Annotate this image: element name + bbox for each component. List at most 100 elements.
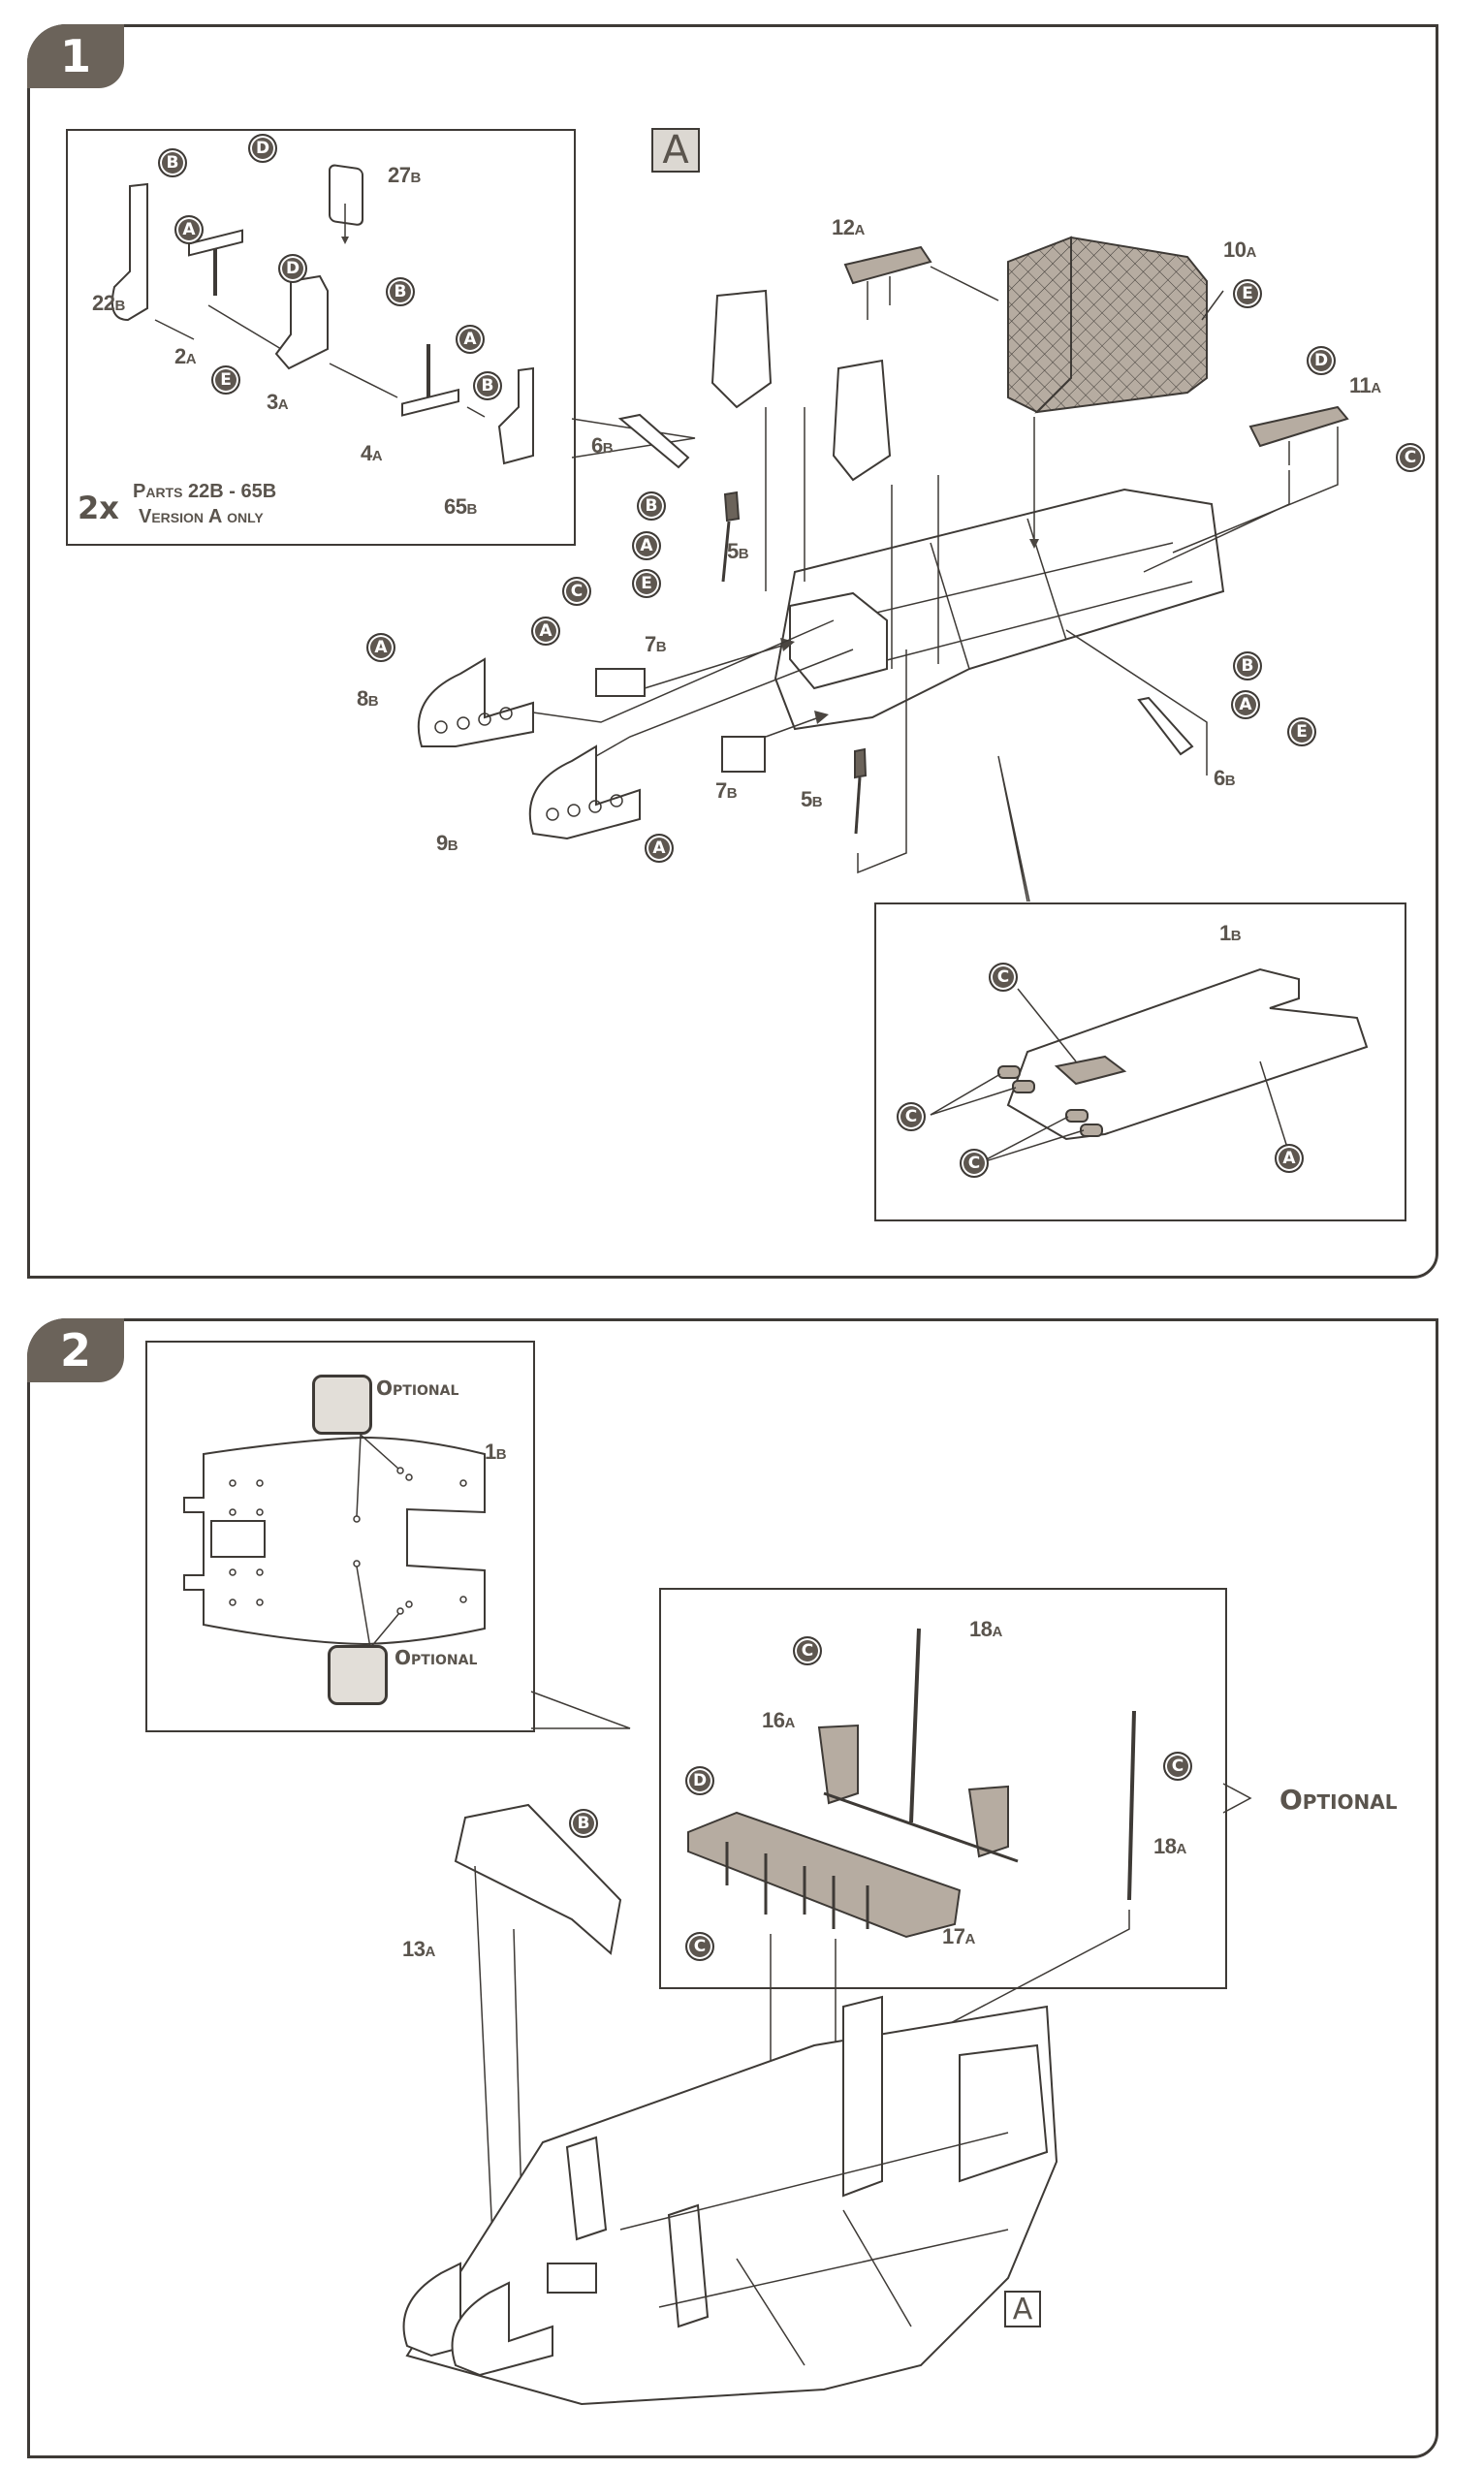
part-label-6b-right: 6B bbox=[1214, 766, 1236, 790]
color-callout: A bbox=[366, 633, 395, 662]
color-callout: A bbox=[174, 215, 204, 244]
part-label-6b-upper: 6B bbox=[591, 433, 614, 458]
part-label-2a: 2A bbox=[174, 344, 197, 368]
detail-pedal-1 bbox=[997, 1065, 1021, 1079]
part-label-10a: 10A bbox=[1223, 237, 1256, 262]
part-16a-left-drawing bbox=[817, 1724, 859, 1805]
part-label-16a: 16A bbox=[762, 1708, 795, 1732]
part-label-1b-detail: 1B bbox=[1219, 921, 1242, 945]
part-16a-right-drawing bbox=[967, 1785, 1009, 1858]
console-assembled bbox=[547, 2263, 597, 2294]
part-4a-drawing bbox=[401, 344, 459, 417]
part-2a-drawing bbox=[188, 229, 243, 296]
part-11a-drawing bbox=[1248, 405, 1349, 448]
color-callout: B bbox=[158, 148, 187, 177]
part-label-11a: 11A bbox=[1349, 373, 1381, 397]
color-callout: D bbox=[1307, 346, 1336, 375]
part-17a-drawing bbox=[687, 1811, 962, 1939]
color-callout: B bbox=[569, 1809, 598, 1838]
color-callout: A bbox=[456, 325, 485, 354]
floor-plan-1b-drawing bbox=[183, 1436, 486, 1646]
part-12a-drawing bbox=[843, 245, 932, 285]
inset-pointer bbox=[571, 418, 696, 459]
assembled-floor-drawing bbox=[405, 2005, 1058, 2406]
drill-hole-icon-bottom bbox=[328, 1645, 388, 1705]
color-callout: A bbox=[645, 834, 674, 863]
part-13a-drawing bbox=[454, 1803, 622, 1955]
part-label-8b: 8B bbox=[357, 686, 379, 711]
detail-pedal-4 bbox=[1080, 1124, 1103, 1137]
seat-left-drawing bbox=[710, 289, 773, 409]
part-label-18a-right: 18A bbox=[1153, 1834, 1186, 1858]
part-label-1b-floor: 1B bbox=[485, 1440, 507, 1464]
part-7b-upper-drawing bbox=[595, 668, 646, 697]
part-label-17a: 17A bbox=[942, 1924, 975, 1948]
floor-plan-cutout bbox=[210, 1520, 266, 1558]
part-7b-lower-drawing bbox=[721, 736, 766, 773]
color-callout: E bbox=[632, 569, 661, 598]
color-callout: D bbox=[278, 254, 307, 283]
detail-pedal-3 bbox=[1065, 1109, 1089, 1123]
seat-assembled-right bbox=[667, 2203, 710, 2328]
part-label-22b: 22B bbox=[92, 291, 125, 315]
color-callout: A bbox=[1231, 690, 1260, 719]
part-label-7b-lower: 7B bbox=[715, 778, 738, 803]
detail-pedal-2 bbox=[1012, 1080, 1035, 1093]
part-label-5b-upper: 5B bbox=[727, 539, 749, 563]
optional-parts-label: Optional bbox=[1279, 1784, 1398, 1816]
optional-label-bottom: Optional bbox=[395, 1646, 478, 1669]
part-label-18a-top: 18A bbox=[969, 1617, 1002, 1641]
optional-label-top: Optional bbox=[376, 1377, 459, 1400]
floor-inset-pointer bbox=[530, 1691, 631, 1729]
version-marker-step-2: A bbox=[1004, 2291, 1041, 2327]
part-6b-right-drawing bbox=[1137, 696, 1194, 756]
color-callout: C bbox=[685, 1932, 714, 1961]
color-callout: C bbox=[989, 963, 1018, 992]
color-callout: C bbox=[897, 1102, 926, 1131]
color-callout: D bbox=[685, 1766, 714, 1795]
color-callout: C bbox=[562, 577, 591, 606]
part-8b-drawing bbox=[417, 657, 534, 747]
part-label-5b-lower: 5B bbox=[801, 787, 823, 811]
seat-right-drawing bbox=[832, 359, 892, 482]
part-27b-drawing bbox=[329, 164, 363, 226]
part-label-3a: 3A bbox=[267, 390, 289, 414]
color-callout: B bbox=[473, 371, 502, 400]
bulkhead-side-assembled bbox=[959, 2043, 1049, 2183]
step-2-badge: 2 bbox=[27, 1318, 124, 1382]
part-10a-right-wall-drawing bbox=[1034, 236, 1208, 414]
color-callout: D bbox=[248, 134, 277, 163]
color-callout: E bbox=[1233, 279, 1262, 308]
color-callout: B bbox=[1233, 651, 1262, 681]
color-callout: A bbox=[1275, 1144, 1304, 1173]
bulkhead-assembled bbox=[842, 1995, 883, 2198]
detail-console-top bbox=[1054, 1055, 1127, 1086]
step-2-number: 2 bbox=[59, 1324, 91, 1377]
detail-pointer bbox=[997, 755, 1030, 902]
color-callout: B bbox=[637, 491, 666, 521]
color-callout: C bbox=[1396, 443, 1425, 472]
color-callout: C bbox=[1163, 1752, 1192, 1781]
part-65b-drawing bbox=[497, 366, 534, 465]
part-label-9b: 9B bbox=[436, 831, 458, 855]
part-5b-upper-drawing bbox=[723, 491, 741, 522]
part-label-65b: 65B bbox=[444, 494, 477, 519]
color-callout: A bbox=[632, 531, 661, 560]
side-panel-assembled-2 bbox=[451, 2281, 553, 2377]
stretcher-legs bbox=[725, 1842, 869, 1929]
step-1-badge: 1 bbox=[27, 24, 124, 88]
color-callout: A bbox=[531, 617, 560, 646]
color-callout: E bbox=[211, 365, 240, 395]
optional-bracket bbox=[1222, 1783, 1252, 1814]
inset-note-line-1: Parts 22B - 65B bbox=[133, 481, 277, 502]
part-18a-right-drawing bbox=[1127, 1710, 1136, 1901]
inset-note-line-2: Version A only bbox=[139, 506, 264, 527]
part-5b-lower-drawing bbox=[854, 747, 868, 779]
part-label-27b: 27B bbox=[388, 163, 421, 187]
part-label-13a: 13A bbox=[402, 1937, 435, 1961]
color-callout: C bbox=[793, 1636, 822, 1665]
part-6b-upper-drawing bbox=[617, 413, 690, 469]
color-callout: C bbox=[960, 1149, 989, 1178]
